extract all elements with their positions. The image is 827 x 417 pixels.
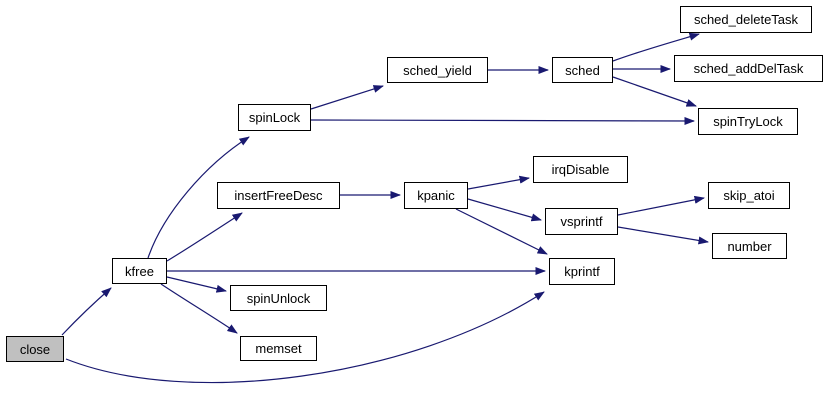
node-spinLock[interactable]: spinLock: [238, 104, 311, 131]
node-kfree-label: kfree: [125, 263, 154, 279]
node-spinTryLock-label: spinTryLock: [713, 114, 783, 129]
node-sched_yield-label: sched_yield: [403, 62, 472, 78]
node-sched_deleteTask-label: sched_deleteTask: [693, 12, 799, 27]
node-skip_atoi-label: skip_atoi: [723, 188, 775, 203]
edge-sched-sched_deleteTask: [612, 32, 700, 62]
edge-kpanic-irqDisable: [467, 175, 530, 190]
node-number-label: number: [727, 238, 772, 254]
edge-vsprintf-number: [617, 226, 709, 245]
node-kpanic[interactable]: kpanic: [404, 182, 468, 209]
edge-kfree-insertFreeDesc: [166, 212, 243, 262]
node-sched[interactable]: sched: [552, 57, 613, 83]
edge-kfree-memset: [160, 283, 238, 334]
node-sched_addDelTask[interactable]: sched_addDelTask: [674, 55, 823, 82]
node-spinUnlock[interactable]: spinUnlock: [230, 285, 327, 311]
node-skip_atoi[interactable]: skip_atoi: [708, 182, 790, 209]
node-insertFreeDesc-label: insertFreeDesc: [234, 188, 323, 203]
node-insertFreeDesc[interactable]: insertFreeDesc: [217, 182, 340, 209]
node-sched_deleteTask[interactable]: sched_deleteTask: [680, 6, 812, 33]
node-number[interactable]: number: [712, 233, 787, 259]
edge-close-kprintf: [65, 291, 545, 384]
node-kpanic-label: kpanic: [417, 188, 455, 203]
node-spinLock-label: spinLock: [248, 110, 301, 125]
edge-kpanic-kprintf: [455, 208, 548, 255]
node-close-label: close: [19, 341, 51, 357]
edge-close-kfree: [61, 287, 112, 336]
edge-kfree-spinUnlock: [166, 276, 227, 293]
edge-kpanic-vsprintf: [467, 198, 542, 222]
node-irqDisable-label: irqDisable: [551, 162, 610, 177]
node-memset[interactable]: memset: [240, 336, 317, 361]
node-spinTryLock[interactable]: spinTryLock: [698, 108, 798, 135]
node-vsprintf-label: vsprintf: [560, 214, 603, 229]
node-spinUnlock-label: spinUnlock: [246, 290, 311, 306]
node-close: close: [6, 336, 64, 362]
edge-sched-spinTryLock: [612, 76, 697, 107]
node-kprintf-label: kprintf: [564, 264, 600, 279]
node-sched_addDelTask-label: sched_addDelTask: [693, 61, 804, 76]
edge-kfree-spinLock: [147, 136, 250, 259]
edge-spinLock-sched_yield: [310, 85, 384, 110]
node-sched-label: sched: [565, 62, 600, 78]
node-memset-label: memset: [255, 341, 302, 356]
node-irqDisable[interactable]: irqDisable: [533, 156, 628, 183]
node-kfree[interactable]: kfree: [112, 258, 167, 284]
edge-vsprintf-skip_atoi: [617, 195, 705, 216]
node-sched_yield[interactable]: sched_yield: [387, 57, 488, 83]
node-vsprintf[interactable]: vsprintf: [545, 208, 618, 235]
node-kprintf[interactable]: kprintf: [549, 258, 615, 285]
edge-spinLock-spinTryLock: [310, 116, 695, 125]
